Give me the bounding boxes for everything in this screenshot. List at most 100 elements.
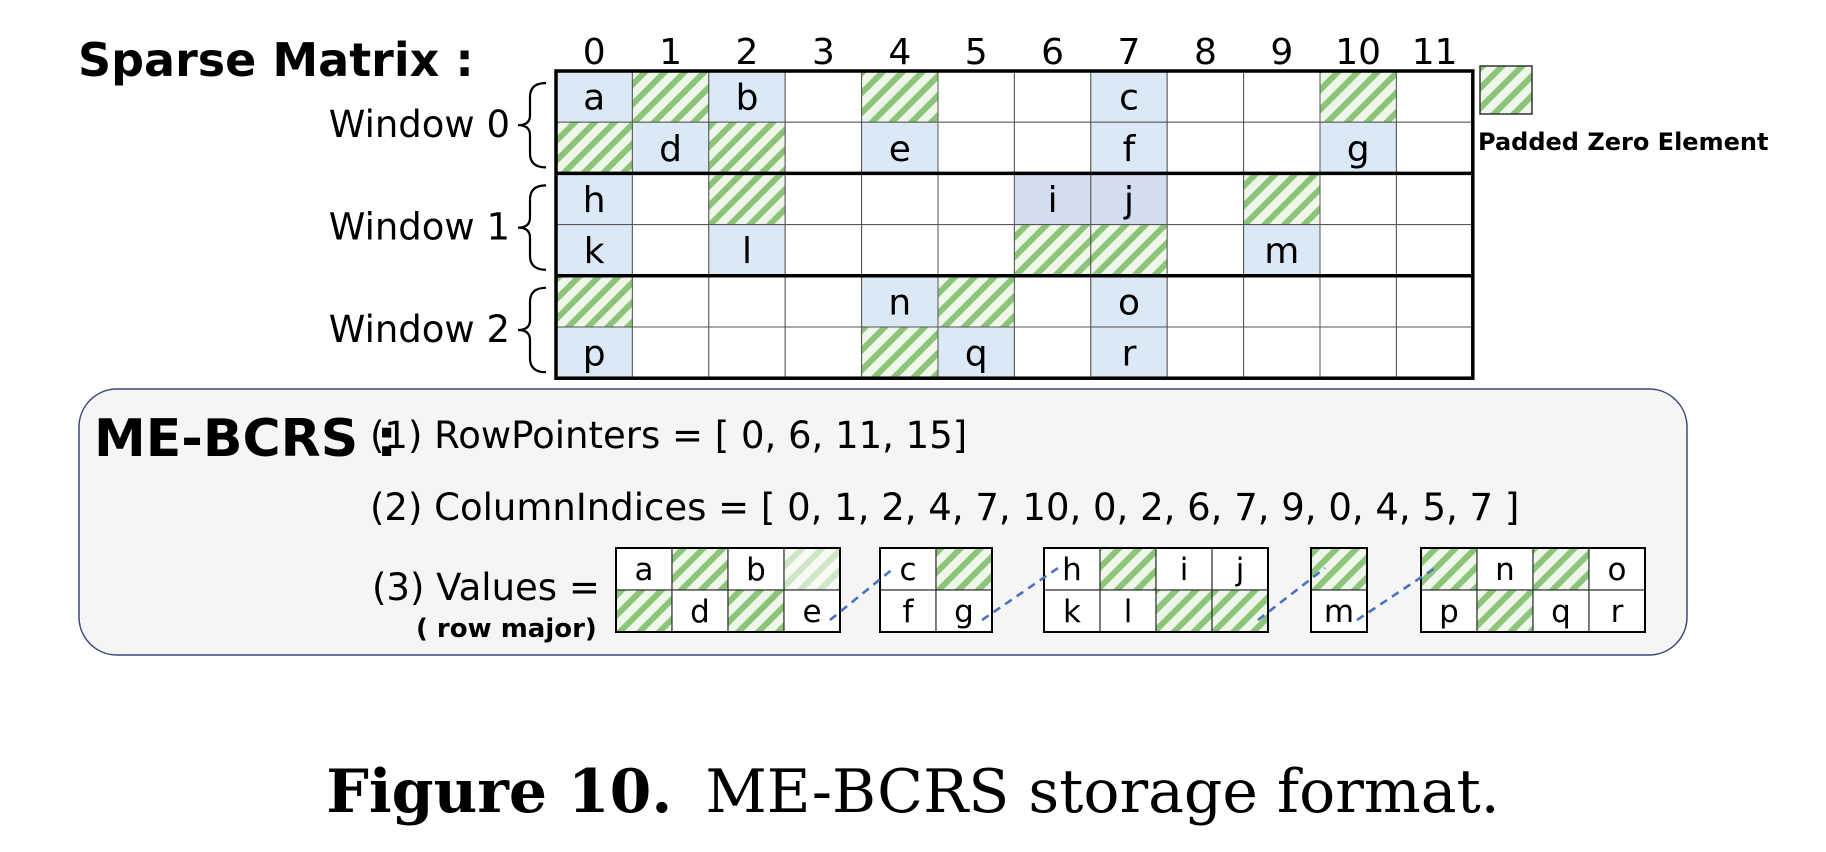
- empty-cell: [1013, 70, 1092, 123]
- empty-cell: [1395, 326, 1474, 379]
- padded-zero-cell: [861, 326, 939, 379]
- column-header: 2: [736, 32, 759, 73]
- value-cell: [671, 589, 729, 633]
- empty-cell: [784, 275, 863, 328]
- empty-cell: [708, 326, 786, 379]
- value-text: r: [1611, 594, 1624, 630]
- cell-value: i: [1048, 180, 1058, 221]
- empty-cell: [1395, 275, 1474, 328]
- padded-zero-cell: [1476, 589, 1534, 633]
- cell-value: r: [1122, 334, 1137, 375]
- padded-zero-cell: [783, 547, 841, 591]
- window-bracket: [517, 184, 547, 271]
- empty-cell: [937, 121, 1015, 174]
- empty-cell: [937, 172, 1015, 226]
- value-text: l: [1124, 594, 1133, 630]
- padded-zero-cell: [1532, 547, 1590, 591]
- empty-cell: [784, 224, 863, 277]
- value-cell: [727, 547, 785, 591]
- padded-zero-cell: [1420, 547, 1478, 591]
- value-text: b: [746, 552, 766, 588]
- cell-value: n: [888, 282, 911, 323]
- value-text: c: [899, 552, 916, 588]
- nonzero-cell: [1090, 121, 1168, 174]
- cell-value: o: [1118, 282, 1140, 323]
- padded-zero-cell: [1310, 547, 1368, 591]
- padded-zero-cell: [1155, 589, 1213, 633]
- padded-zero-cell: [1319, 70, 1397, 123]
- column-header: 0: [583, 32, 606, 73]
- cell-value: e: [889, 129, 911, 170]
- value-text: h: [1062, 552, 1082, 588]
- empty-cell: [1243, 121, 1321, 174]
- empty-cell: [1243, 326, 1321, 379]
- window-label: Window 2: [329, 308, 510, 351]
- value-block-border: [615, 547, 841, 633]
- values-sublabel: ( row major): [416, 614, 597, 644]
- empty-cell: [1166, 172, 1245, 226]
- empty-cell: [784, 121, 863, 174]
- figure-caption: Figure 10. ME-BCRS storage format.: [326, 757, 1500, 827]
- nonzero-cell: [1090, 326, 1168, 379]
- legend-label: Padded Zero Element: [1478, 128, 1768, 156]
- value-text: e: [802, 594, 821, 630]
- padded-zero-cell: [937, 275, 1015, 328]
- value-cell: [1099, 589, 1157, 633]
- caption-figure-number: Figure 10.: [326, 757, 672, 827]
- cell-value: q: [965, 334, 988, 375]
- cell-value: c: [1119, 78, 1139, 119]
- padded-zero-cell: [555, 121, 633, 174]
- values-label: (3) Values =: [372, 566, 600, 609]
- empty-cell: [1166, 326, 1245, 379]
- column-header: 1: [659, 32, 682, 73]
- empty-cell: [784, 326, 863, 379]
- value-text: p: [1439, 594, 1459, 630]
- padded-zero-cell: [861, 70, 939, 123]
- caption-text: ME-BCRS storage format.: [705, 757, 1499, 827]
- cell-value: h: [583, 180, 606, 221]
- value-text: m: [1324, 594, 1354, 630]
- empty-cell: [1013, 121, 1092, 174]
- empty-cell: [861, 172, 939, 226]
- nonzero-cell: [937, 326, 1015, 379]
- empty-cell: [1166, 224, 1245, 277]
- empty-cell: [1395, 172, 1474, 226]
- empty-cell: [1319, 275, 1397, 328]
- window-label: Window 1: [329, 206, 510, 249]
- value-text: i: [1180, 552, 1189, 588]
- empty-cell: [1319, 326, 1397, 379]
- value-cell: [935, 589, 993, 633]
- column-header: 11: [1412, 32, 1458, 73]
- empty-cell: [784, 70, 863, 123]
- empty-cell: [708, 275, 786, 328]
- cell-value: k: [584, 231, 605, 272]
- column-header: 5: [965, 32, 988, 73]
- value-text: g: [954, 594, 974, 630]
- legend: Padded Zero Element: [1478, 65, 1768, 156]
- matrix-border: [554, 69, 1475, 380]
- empty-cell: [1243, 70, 1321, 123]
- cell-value: a: [583, 78, 605, 119]
- value-text: a: [635, 552, 654, 588]
- cell-value: f: [1123, 129, 1137, 170]
- column-indices: (2) ColumnIndices = [ 0, 1, 2, 4, 7, 10,…: [370, 486, 1519, 529]
- value-block-border: [879, 547, 993, 633]
- nonzero-cell: [708, 70, 786, 123]
- empty-cell: [631, 326, 710, 379]
- padded-zero-cell: [631, 70, 710, 123]
- padded-zero-cell: [1099, 547, 1157, 591]
- value-block-border: [1420, 547, 1646, 633]
- empty-cell: [1166, 275, 1245, 328]
- block-connector: [1356, 566, 1436, 622]
- nonzero-cell: [708, 224, 786, 277]
- legend-swatch: [1479, 65, 1533, 115]
- empty-cell: [631, 172, 710, 226]
- cell-value: p: [583, 334, 606, 375]
- value-cell: [783, 589, 841, 633]
- empty-cell: [1013, 275, 1092, 328]
